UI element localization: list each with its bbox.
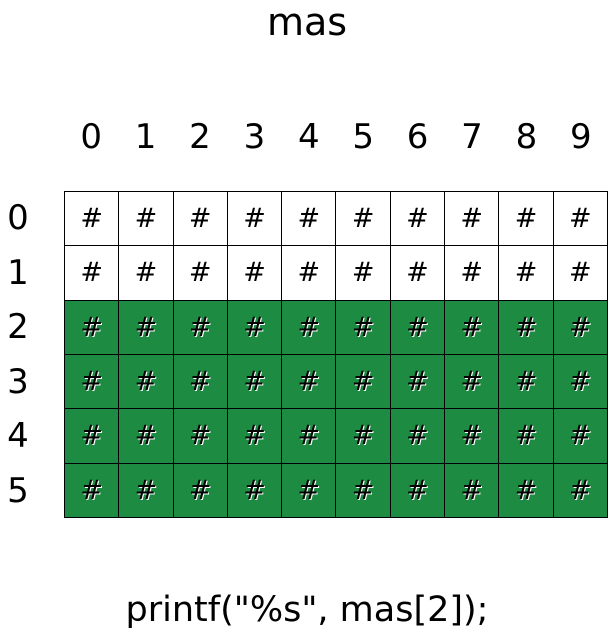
array-cell: # xyxy=(390,246,446,301)
array-cell-highlighted: # xyxy=(282,300,337,355)
column-index-label: 2 xyxy=(189,117,211,157)
array-cell-highlighted: # xyxy=(173,354,228,410)
array-cell-highlighted: # xyxy=(282,354,337,410)
row-index-header: 0 1 2 3 4 5 xyxy=(0,191,36,518)
array-cell-highlighted: # xyxy=(65,463,120,518)
array-cell: # xyxy=(445,192,500,247)
array-cell-highlighted: # xyxy=(445,300,500,355)
array-cell-highlighted: # xyxy=(390,354,446,410)
array-cell-highlighted: # xyxy=(390,409,446,464)
array-cell-highlighted: # xyxy=(499,300,554,355)
array-cell-highlighted: # xyxy=(499,463,554,518)
array-cell-highlighted: # xyxy=(119,409,174,464)
array-grid: ########################################… xyxy=(64,191,608,518)
column-index-label: 0 xyxy=(80,117,103,157)
array-cell-highlighted: # xyxy=(499,409,554,464)
array-cell-highlighted: # xyxy=(390,463,446,518)
array-cell-highlighted: # xyxy=(65,300,120,355)
array-cell-highlighted: # xyxy=(173,463,228,518)
array-cell-highlighted: # xyxy=(227,409,283,464)
row-index-label: 0 xyxy=(7,198,29,238)
array-cell: # xyxy=(336,192,391,247)
array-cell-highlighted: # xyxy=(336,409,391,464)
array-cell-highlighted: # xyxy=(173,409,228,464)
array-cell-highlighted: # xyxy=(499,354,554,410)
array-cell-highlighted: # xyxy=(336,463,391,518)
array-cell-highlighted: # xyxy=(119,354,174,410)
array-cell-highlighted: # xyxy=(119,300,174,355)
array-cell: # xyxy=(445,246,500,301)
array-cell: # xyxy=(390,192,446,247)
array-cell: # xyxy=(119,246,174,301)
array-cell: # xyxy=(119,192,174,247)
array-cell-highlighted: # xyxy=(119,463,174,518)
row-index-label: 5 xyxy=(7,470,29,511)
array-cell: # xyxy=(227,192,283,247)
array-cell: # xyxy=(336,246,391,301)
array-cell: # xyxy=(65,192,120,247)
array-cell-highlighted: # xyxy=(173,300,228,355)
array-cell-highlighted: # xyxy=(553,463,608,518)
row-index-label: 4 xyxy=(7,416,29,456)
row-index-label: 1 xyxy=(7,252,29,293)
array-cell-highlighted: # xyxy=(282,409,337,464)
row-index-label: 2 xyxy=(7,307,29,347)
array-cell: # xyxy=(173,246,228,301)
array-cell-highlighted: # xyxy=(553,300,608,355)
array-cell-highlighted: # xyxy=(445,409,500,464)
array-name: mas xyxy=(266,0,348,44)
array-cell: # xyxy=(499,246,554,301)
array-cell: # xyxy=(227,246,283,301)
column-index-label: 6 xyxy=(406,117,429,157)
array-cell-highlighted: # xyxy=(336,300,391,355)
column-index-label: 8 xyxy=(515,117,538,157)
column-index-label: 3 xyxy=(243,117,266,157)
array-cell-highlighted: # xyxy=(227,300,283,355)
array-cell-highlighted: # xyxy=(553,354,608,410)
code-statement: printf("%s", mas[2]); xyxy=(125,590,489,630)
array-cell: # xyxy=(553,246,608,301)
array-cell: # xyxy=(173,192,228,247)
array-cell-highlighted: # xyxy=(227,354,283,410)
array-cell: # xyxy=(282,246,337,301)
array-cell-highlighted: # xyxy=(553,409,608,464)
column-index-label: 4 xyxy=(297,117,320,157)
column-index-label: 5 xyxy=(352,117,375,157)
array-cell-highlighted: # xyxy=(390,300,446,355)
column-index-label: 9 xyxy=(569,117,592,157)
array-cell: # xyxy=(65,246,120,301)
array-cell-highlighted: # xyxy=(65,354,120,410)
column-index-label: 7 xyxy=(461,117,483,157)
array-cell: # xyxy=(553,192,608,247)
row-index-label: 3 xyxy=(7,361,29,402)
array-cell-highlighted: # xyxy=(227,463,283,518)
column-index-label: 1 xyxy=(134,117,157,157)
array-cell-highlighted: # xyxy=(445,463,500,518)
array-cell-highlighted: # xyxy=(336,354,391,410)
array-cell-highlighted: # xyxy=(282,463,337,518)
array-cell-highlighted: # xyxy=(65,409,120,464)
array-cell: # xyxy=(282,192,337,247)
array-cell: # xyxy=(499,192,554,247)
array-cell-highlighted: # xyxy=(445,354,500,410)
